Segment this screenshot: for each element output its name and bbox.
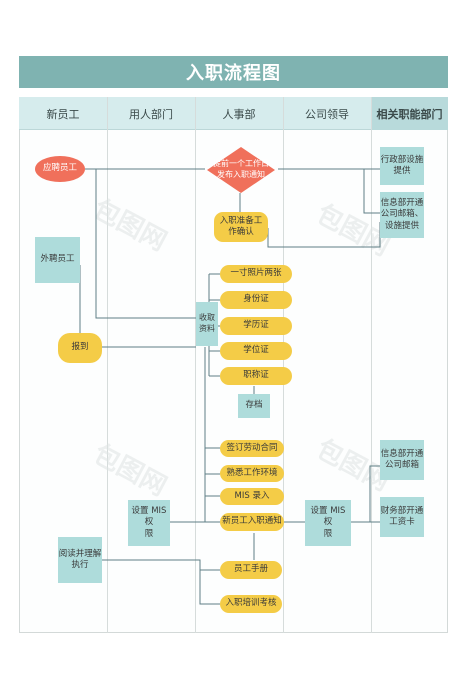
lane-divider bbox=[283, 97, 284, 633]
node-mis-leader: 设置 MIS 权 限 bbox=[305, 500, 351, 546]
node-photo: 一寸照片两张 bbox=[220, 265, 292, 283]
node-new-employee-notice: 新员工入职通知 bbox=[220, 513, 284, 531]
lane-header-new-employee: 新员工 bbox=[46, 107, 80, 121]
node-notice-label: 提前一个工作日 发布入职通知 bbox=[213, 159, 269, 179]
diamond-shape bbox=[207, 147, 275, 193]
lane-divider bbox=[371, 97, 372, 633]
node-handbook: 员工手册 bbox=[220, 561, 282, 579]
node-recruit: 应聘员工 bbox=[35, 156, 85, 182]
node-read-execute: 阅读并理解 执行 bbox=[58, 537, 102, 583]
node-finance: 财务部开通 工资卡 bbox=[380, 497, 424, 537]
node-mis-input: MIS 录入 bbox=[220, 488, 284, 505]
node-archive: 存档 bbox=[238, 394, 270, 418]
page-title: 入职流程图 bbox=[19, 56, 448, 88]
node-info-email: 信息部开通 公司邮箱 bbox=[380, 440, 424, 480]
node-training: 入职培训考核 bbox=[220, 595, 282, 613]
node-notice-decision: 提前一个工作日 发布入职通知 bbox=[207, 147, 275, 193]
node-it-setup: 信息部开通 公司邮箱、 设施提供 bbox=[380, 192, 424, 238]
node-title-cert: 职称证 bbox=[220, 367, 292, 385]
node-contract: 签订劳动合同 bbox=[220, 440, 284, 457]
lane-header-hr: 人事部 bbox=[222, 107, 256, 121]
node-id-card: 身份证 bbox=[220, 291, 292, 309]
lane-header-leadership: 公司领导 bbox=[305, 107, 349, 121]
lane-header-functional-depts: 相关职能部门 bbox=[371, 97, 448, 130]
lane-divider bbox=[195, 97, 196, 633]
node-env: 熟悉工作环境 bbox=[220, 465, 284, 482]
node-external: 外聘员工 bbox=[35, 237, 80, 283]
node-degree-cert: 学位证 bbox=[220, 342, 292, 360]
lane-header-hiring-dept: 用人部门 bbox=[129, 107, 173, 121]
node-report: 报到 bbox=[58, 333, 102, 363]
lane-divider bbox=[107, 97, 108, 633]
node-edu-cert: 学历证 bbox=[220, 317, 292, 335]
node-admin-prep: 行政部设施 提供 bbox=[380, 147, 424, 185]
node-collect: 收取 资料 bbox=[196, 302, 218, 346]
node-mis-dept: 设置 MIS 权 限 bbox=[128, 500, 170, 546]
node-confirm: 入职准备工 作确认 bbox=[214, 212, 268, 242]
